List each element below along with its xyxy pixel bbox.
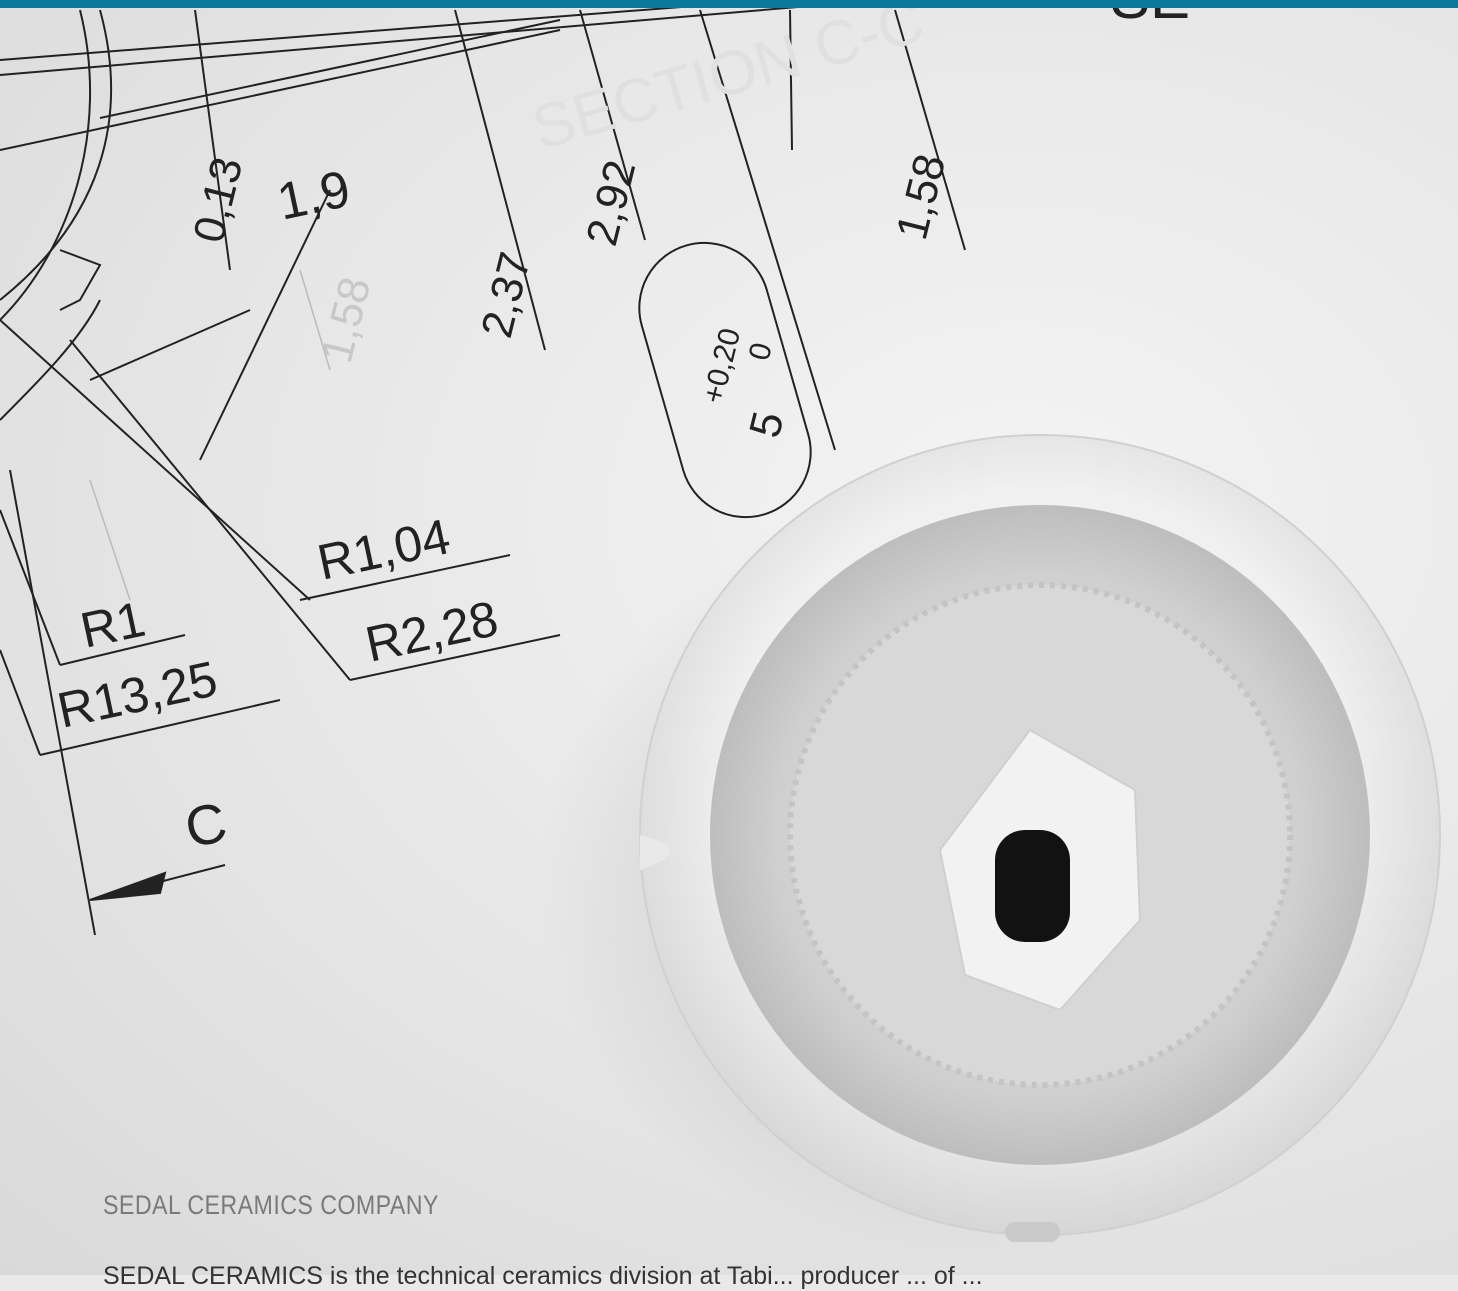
faint-lines: [89, 269, 331, 601]
tolerance-base: 5: [740, 407, 793, 443]
radius-label-r13-25: R13,25: [53, 650, 222, 738]
section-label-c: C: [179, 790, 232, 860]
dim-label-0-13: 0,13: [184, 152, 252, 247]
technical-drawing-illustration: 0,13 1,9 2,37 2,92 1,58 1,58 +0,20 0 5 R…: [0, 8, 1441, 1260]
intro-paragraph: SEDAL CERAMICS is the technical ceramics…: [103, 1262, 983, 1290]
tolerance-upper: +0,20: [697, 325, 747, 407]
top-accent-bar: [0, 0, 1458, 8]
company-caption: SEDAL CERAMICS COMPANY: [103, 1190, 439, 1220]
dim-label-2-92: 2,92: [577, 155, 645, 250]
dim-label-1-58: 1,58: [887, 149, 955, 244]
hero-image: 0,13 1,9 2,37 2,92 1,58 1,58 +0,20 0 5 R…: [0, 8, 1458, 1275]
drawing-lines: [0, 8, 966, 936]
tolerance-lower: 0: [743, 340, 779, 364]
radius-label-r2-28: R2,28: [361, 590, 503, 673]
radius-label-r1-04: R1,04: [313, 508, 455, 591]
dim-label-1-58-faint: 1,58: [312, 272, 380, 367]
dim-label-2-37: 2,37: [472, 247, 540, 342]
ceramic-burr-photo: [540, 434, 1441, 1260]
dim-label-1-9: 1,9: [272, 160, 355, 232]
radius-label-r1: R1: [76, 591, 150, 659]
corner-label: SE: [1110, 8, 1190, 31]
